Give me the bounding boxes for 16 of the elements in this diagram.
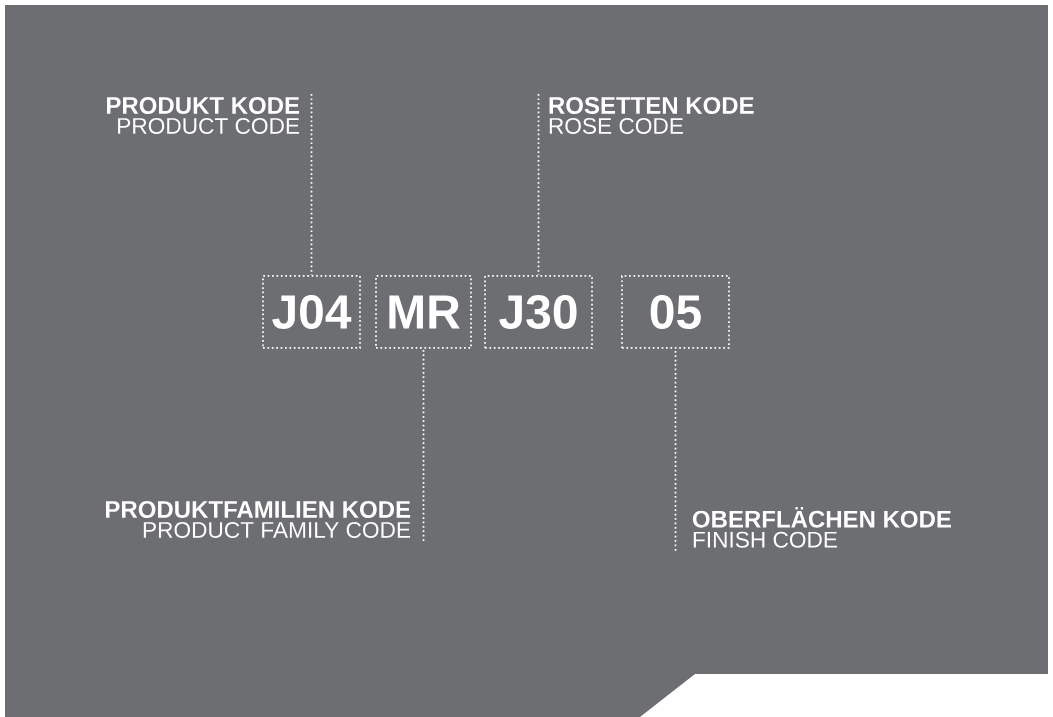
code-box: J04: [262, 275, 361, 349]
callout-subtitle: PRODUCT FAMILY CODE: [143, 521, 411, 538]
code-box: MR: [375, 275, 472, 349]
callout-subtitle: PRODUCT CODE: [118, 117, 300, 134]
callout-heading: OBERFLÄCHEN KODE: [692, 506, 951, 528]
leader-line: [537, 93, 540, 276]
code-box: J30: [484, 275, 593, 349]
leader-line: [422, 348, 425, 542]
callout-heading: PRODUKTFAMILIEN KODE: [106, 500, 411, 518]
code-box: 05: [621, 275, 730, 349]
callout-subtitle: ROSE CODE: [549, 117, 683, 134]
leader-line: [310, 93, 313, 276]
callout-heading: PRODUKT KODE: [107, 96, 300, 114]
leader-line: [674, 348, 677, 552]
callout-heading: ROSETTEN KODE: [549, 96, 754, 114]
callout-subtitle: FINISH CODE: [693, 531, 837, 548]
